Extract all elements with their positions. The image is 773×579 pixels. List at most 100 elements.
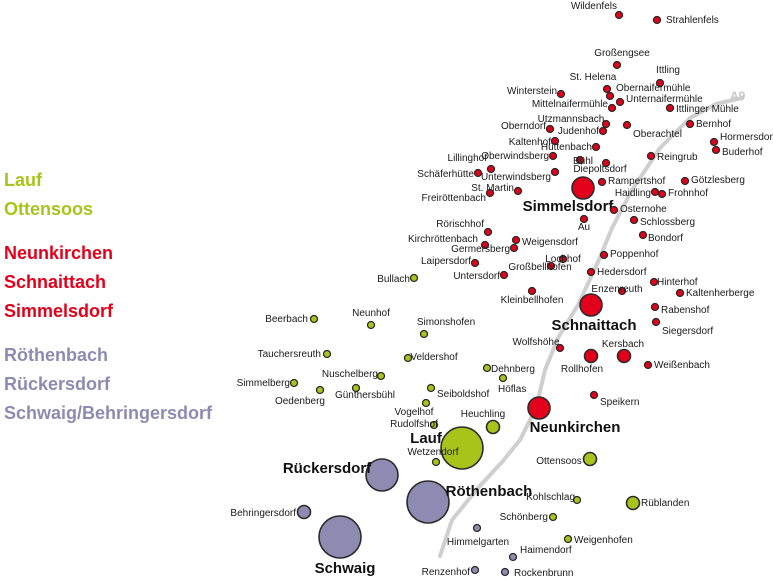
place-label-weigenhofen: Weigenhofen xyxy=(574,535,633,546)
place-label-kohlschlag: Kohlschlag xyxy=(526,492,575,503)
place-marker-hoeflas xyxy=(498,373,508,383)
place-marker-rampertshof xyxy=(597,177,607,187)
place-label-speikern: Speikern xyxy=(600,397,639,408)
place-label-weigensdorf: Weigensdorf xyxy=(522,237,578,248)
place-label-nuschelberg: Nuschelberg xyxy=(322,369,378,380)
place-label-utzmannsbach: Utzmannsbach xyxy=(538,114,605,125)
place-label-behringersdorf: Behringersdorf xyxy=(230,508,296,519)
place-marker-au xyxy=(579,214,589,224)
place-marker-goetzlesberg xyxy=(680,176,690,186)
place-marker-speikern xyxy=(589,390,599,400)
legend-ottensoos: Ottensoos xyxy=(4,199,94,219)
place-label-lillinghof: Lillinghof xyxy=(448,153,488,164)
place-label-himmelgarten: Himmelgarten xyxy=(447,537,509,548)
place-label-tauchersreuth: Tauchersreuth xyxy=(258,349,321,360)
place-marker-beerbach xyxy=(309,314,319,324)
place-label-ittlinger-muehle: Ittlinger Mühle xyxy=(676,104,739,115)
place-label-schaeferhuette: Schäferhütte xyxy=(417,169,474,180)
place-label-oberndorf: Oberndorf xyxy=(501,121,546,132)
place-marker-oberwindsberg xyxy=(548,151,558,161)
place-label-neunkirchen: Neunkirchen xyxy=(530,419,621,436)
place-marker-neunhof xyxy=(366,320,376,330)
place-marker-behringersdorf xyxy=(296,504,312,520)
place-label-lochhof: Lochhof xyxy=(545,254,581,265)
place-marker-osternohe xyxy=(609,205,619,215)
place-label-rabenshof: Rabenshof xyxy=(661,305,710,316)
place-label-germersberg: Germersberg xyxy=(451,244,510,255)
place-label-roethenbach: Röthenbach xyxy=(446,483,533,500)
place-label-schwaig: Schwaig xyxy=(315,560,376,577)
place-label-schnaittach: Schnaittach xyxy=(551,317,636,334)
place-marker-buehl xyxy=(575,155,585,165)
place-label-oberwindsberg: Oberwindsberg xyxy=(481,151,549,162)
place-marker-ottensoos xyxy=(582,451,598,467)
place-marker-simonshofen xyxy=(419,329,429,339)
place-label-rampertshof: Rampertshof xyxy=(608,176,665,187)
place-marker-heuchling xyxy=(485,419,501,435)
place-label-renzenhof: Renzenhof xyxy=(422,567,471,578)
place-label-unternaifermuehle: Unternaifermühle xyxy=(626,94,703,105)
place-label-winterstein: Winterstein xyxy=(507,86,557,97)
place-marker-wetzendorf xyxy=(431,457,441,467)
place-marker-haimendorf xyxy=(508,552,518,562)
place-marker-renzenhof xyxy=(470,565,480,575)
place-label-rollhofen: Rollhofen xyxy=(561,364,603,375)
legend-neunkirchen: Neunkirchen xyxy=(4,243,114,263)
place-label-siegersdorf: Siegersdorf xyxy=(662,326,713,337)
place-marker-mittelnaifermuehle xyxy=(607,103,617,113)
place-marker-laipersdorf xyxy=(470,258,480,268)
place-marker-bernhof xyxy=(685,119,695,129)
place-marker-nuschelberg xyxy=(376,371,386,381)
place-label-guenthersbuehl: Günthersbühl xyxy=(335,390,395,401)
place-label-ittling: Ittling xyxy=(656,65,680,76)
place-marker-oedenberg xyxy=(315,385,325,395)
place-label-dehnberg: Dehnberg xyxy=(491,364,535,375)
place-label-bondorf: Bondorf xyxy=(648,233,683,244)
a9-label: A9 xyxy=(730,89,746,103)
place-marker-schaeferhuette xyxy=(473,168,483,178)
place-label-buehl: Bühl xyxy=(573,156,593,167)
place-marker-untersdorf xyxy=(499,270,509,280)
place-label-weissenbach: Weißenbach xyxy=(654,360,710,371)
place-marker-guenthersbuehl xyxy=(351,383,361,393)
place-marker-diepoltsdorf xyxy=(601,158,611,168)
place-label-wolfshoehe: Wolfshöhe xyxy=(512,337,560,348)
place-label-bullach: Bullach xyxy=(377,274,410,285)
place-marker-rueblanden xyxy=(625,495,641,511)
place-marker-wildenfels xyxy=(614,10,624,20)
place-marker-oberndorf xyxy=(545,124,555,134)
place-label-heuchling: Heuchling xyxy=(461,409,505,420)
place-marker-seiboldshof xyxy=(426,383,436,393)
place-marker-rockenbrunn xyxy=(500,567,510,577)
place-marker-winterstein xyxy=(556,89,566,99)
place-marker-unterwindsberg xyxy=(550,167,560,177)
place-marker-strahlenfels xyxy=(652,15,662,25)
place-label-kirchroettenbach: Kirchröttenbach xyxy=(408,234,478,245)
place-marker-bondorf xyxy=(638,230,648,240)
legend-lauf: Lauf xyxy=(4,170,42,190)
place-label-frohnhof: Frohnhof xyxy=(668,188,708,199)
place-label-haidling: Haidling xyxy=(615,188,651,199)
place-label-goetzlesberg: Götzlesberg xyxy=(691,175,745,186)
place-marker-hormersdorf xyxy=(709,137,719,147)
place-label-reingrub: Reingrub xyxy=(657,152,698,163)
place-marker-grossengsee xyxy=(612,60,622,70)
place-marker-utzmannsbach xyxy=(601,119,611,129)
place-marker-vogelhof xyxy=(421,398,431,408)
place-label-obernaifermuehle: Obernaifermühle xyxy=(616,83,691,94)
place-marker-rabenshof xyxy=(650,302,660,312)
place-label-rueckersdorf: Rückersdorf xyxy=(283,460,372,477)
place-label-kaltenhof: Kaltenhof xyxy=(509,137,551,148)
place-marker-rueckersdorf xyxy=(365,458,399,492)
place-label-simonshofen: Simonshofen xyxy=(417,317,475,328)
place-marker-st-martin xyxy=(513,186,523,196)
place-marker-kersbach xyxy=(616,348,632,364)
place-label-haimendorf: Haimendorf xyxy=(520,545,572,556)
place-label-lauf: Lauf xyxy=(410,430,443,447)
place-marker-schwaig xyxy=(318,515,362,559)
place-label-ottensoos: Ottensoos xyxy=(536,456,582,467)
place-marker-ittlinger-muehle xyxy=(665,103,675,113)
place-label-au: Au xyxy=(578,222,590,233)
place-marker-grossbellhofen xyxy=(546,261,556,271)
place-label-vogelhof: Vogelhof xyxy=(395,407,434,418)
